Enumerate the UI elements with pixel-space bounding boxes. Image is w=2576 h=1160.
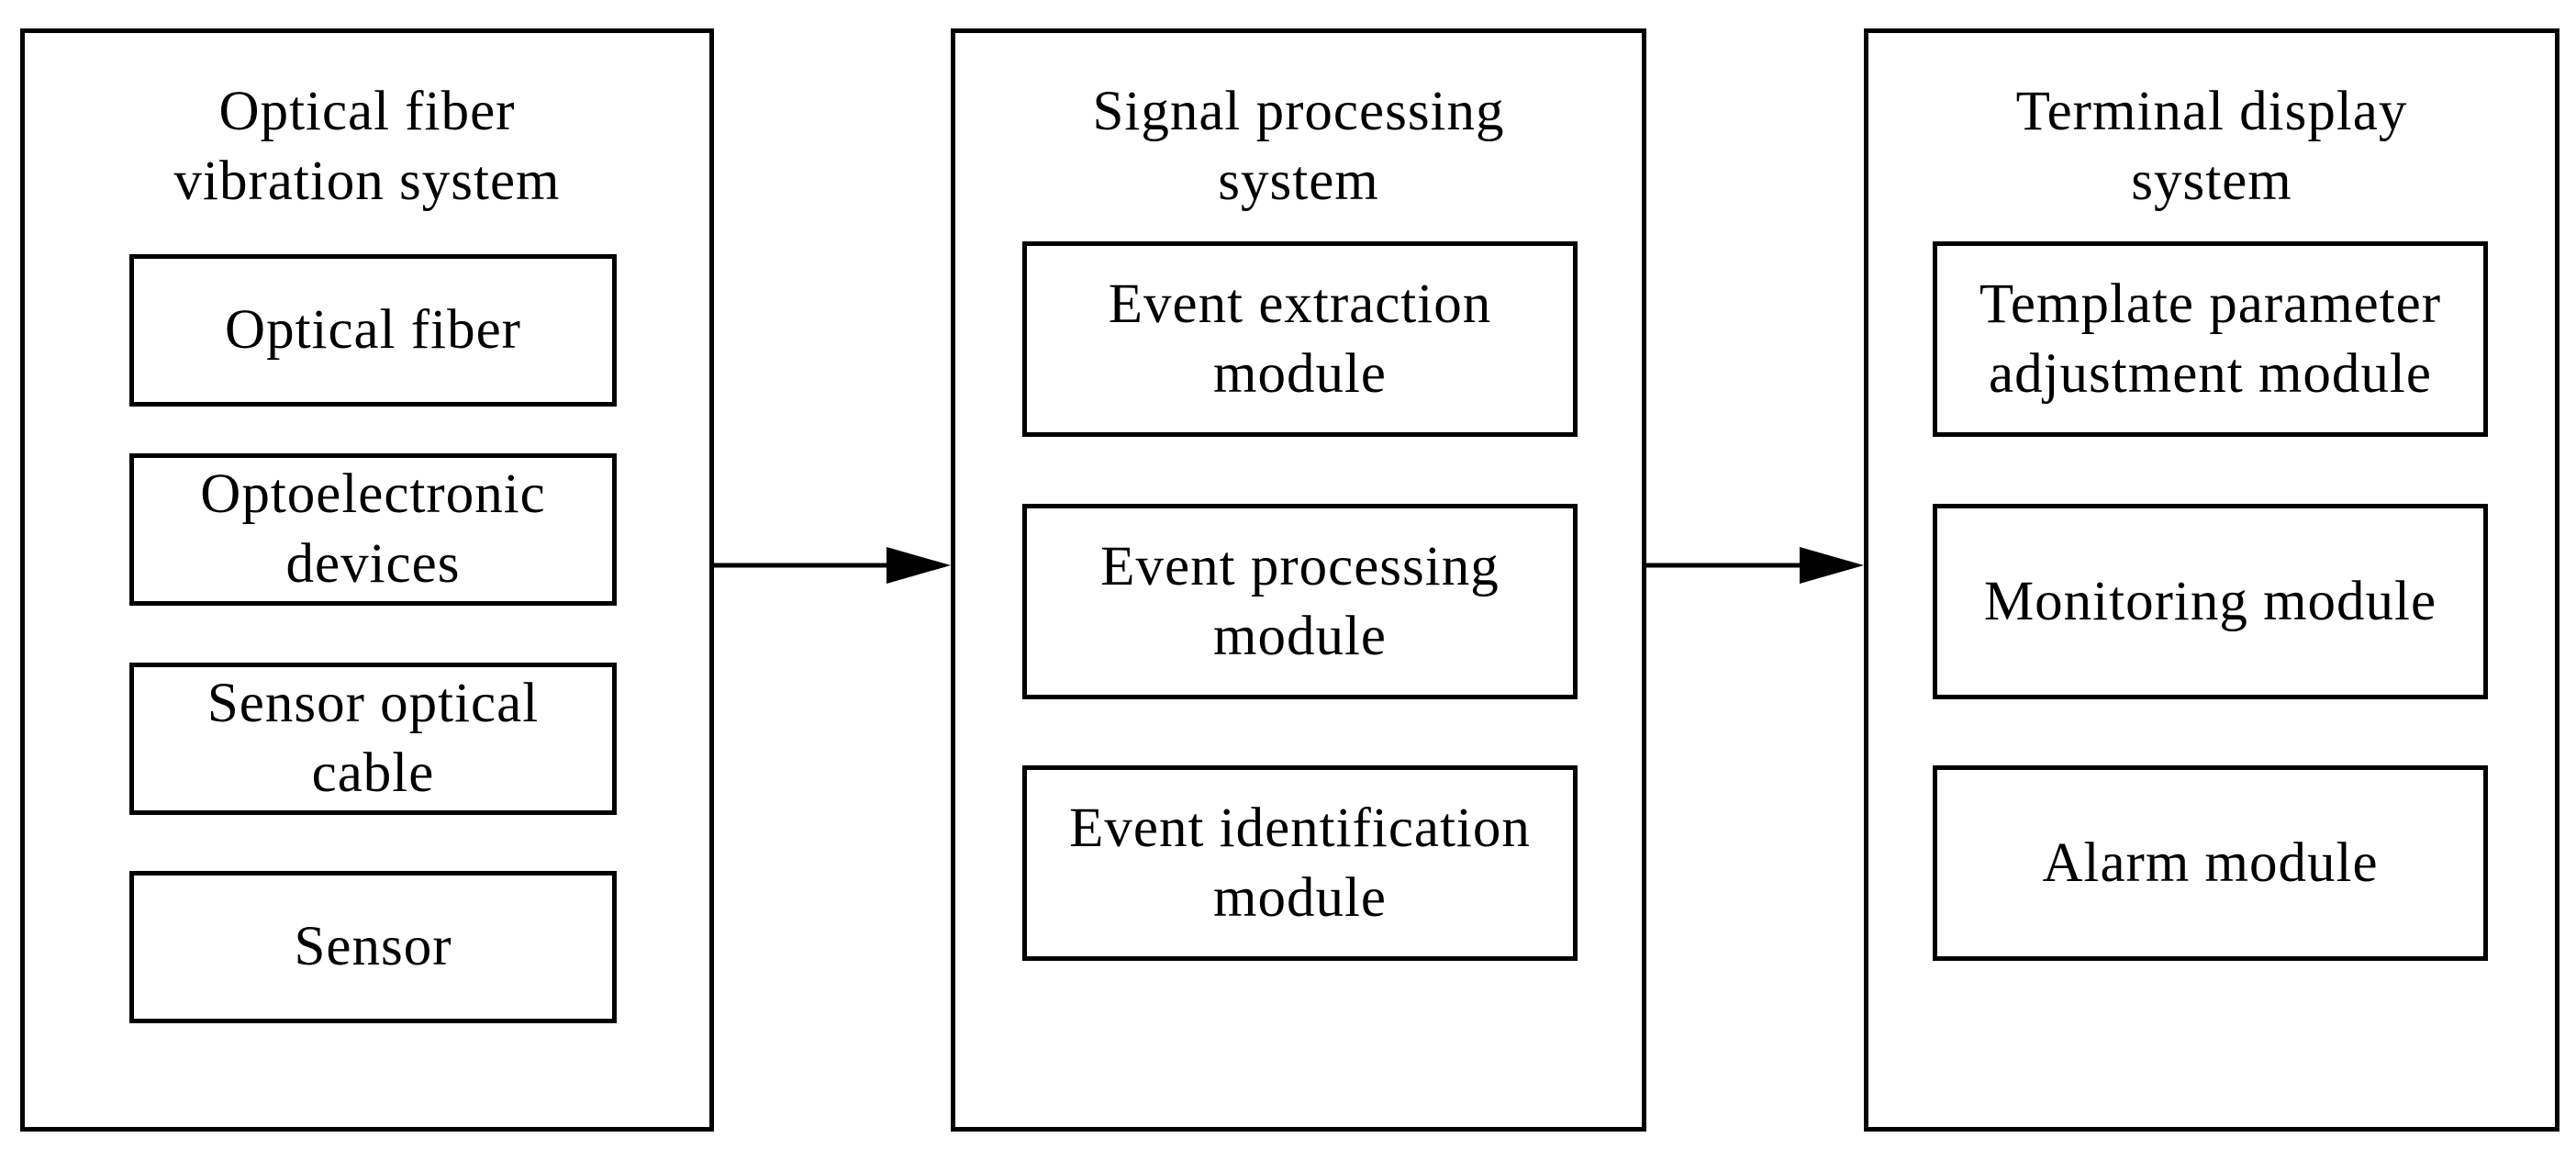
event-processing-module: Event processing module — [1022, 504, 1578, 699]
monitoring-module-label: Monitoring module — [1983, 570, 2437, 632]
template-parameter-adjustment-module: Template parameter adjustment module — [1933, 241, 2488, 437]
alarm-module: Alarm module — [1933, 765, 2488, 961]
monitoring-module: Monitoring module — [1933, 504, 2488, 699]
optical-fiber-vibration-system-title: Optical fiber vibration system — [173, 81, 561, 212]
optoelectronic-devices-module-label: Optoelectronic devices — [200, 463, 546, 595]
terminal-display-system-title: Terminal display system — [2015, 81, 2408, 212]
sensor-module: Sensor — [129, 871, 617, 1023]
optical-fiber-module-label: Optical fiber — [225, 299, 521, 361]
arrow-optical-to-signal-head — [887, 547, 951, 584]
sensor-optical-cable-module-label: Sensor optical cable — [206, 673, 540, 804]
alarm-module-label: Alarm module — [2042, 831, 2379, 894]
arrow-signal-to-terminal-head — [1800, 547, 1864, 584]
event-identification-module: Event identification module — [1022, 765, 1578, 961]
event-identification-module-label: Event identification module — [1069, 797, 1531, 929]
optoelectronic-devices-module: Optoelectronic devices — [129, 453, 617, 606]
template-parameter-adjustment-module-label: Template parameter adjustment module — [1979, 273, 2442, 405]
signal-processing-system-title: Signal processing system — [1092, 81, 1505, 212]
optical-fiber-module: Optical fiber — [129, 254, 617, 407]
sensor-module-label: Sensor — [294, 916, 452, 977]
event-extraction-module-label: Event extraction module — [1108, 273, 1492, 405]
event-processing-module-label: Event processing module — [1100, 535, 1500, 667]
sensor-optical-cable-module: Sensor optical cable — [129, 663, 617, 815]
event-extraction-module: Event extraction module — [1022, 241, 1578, 437]
